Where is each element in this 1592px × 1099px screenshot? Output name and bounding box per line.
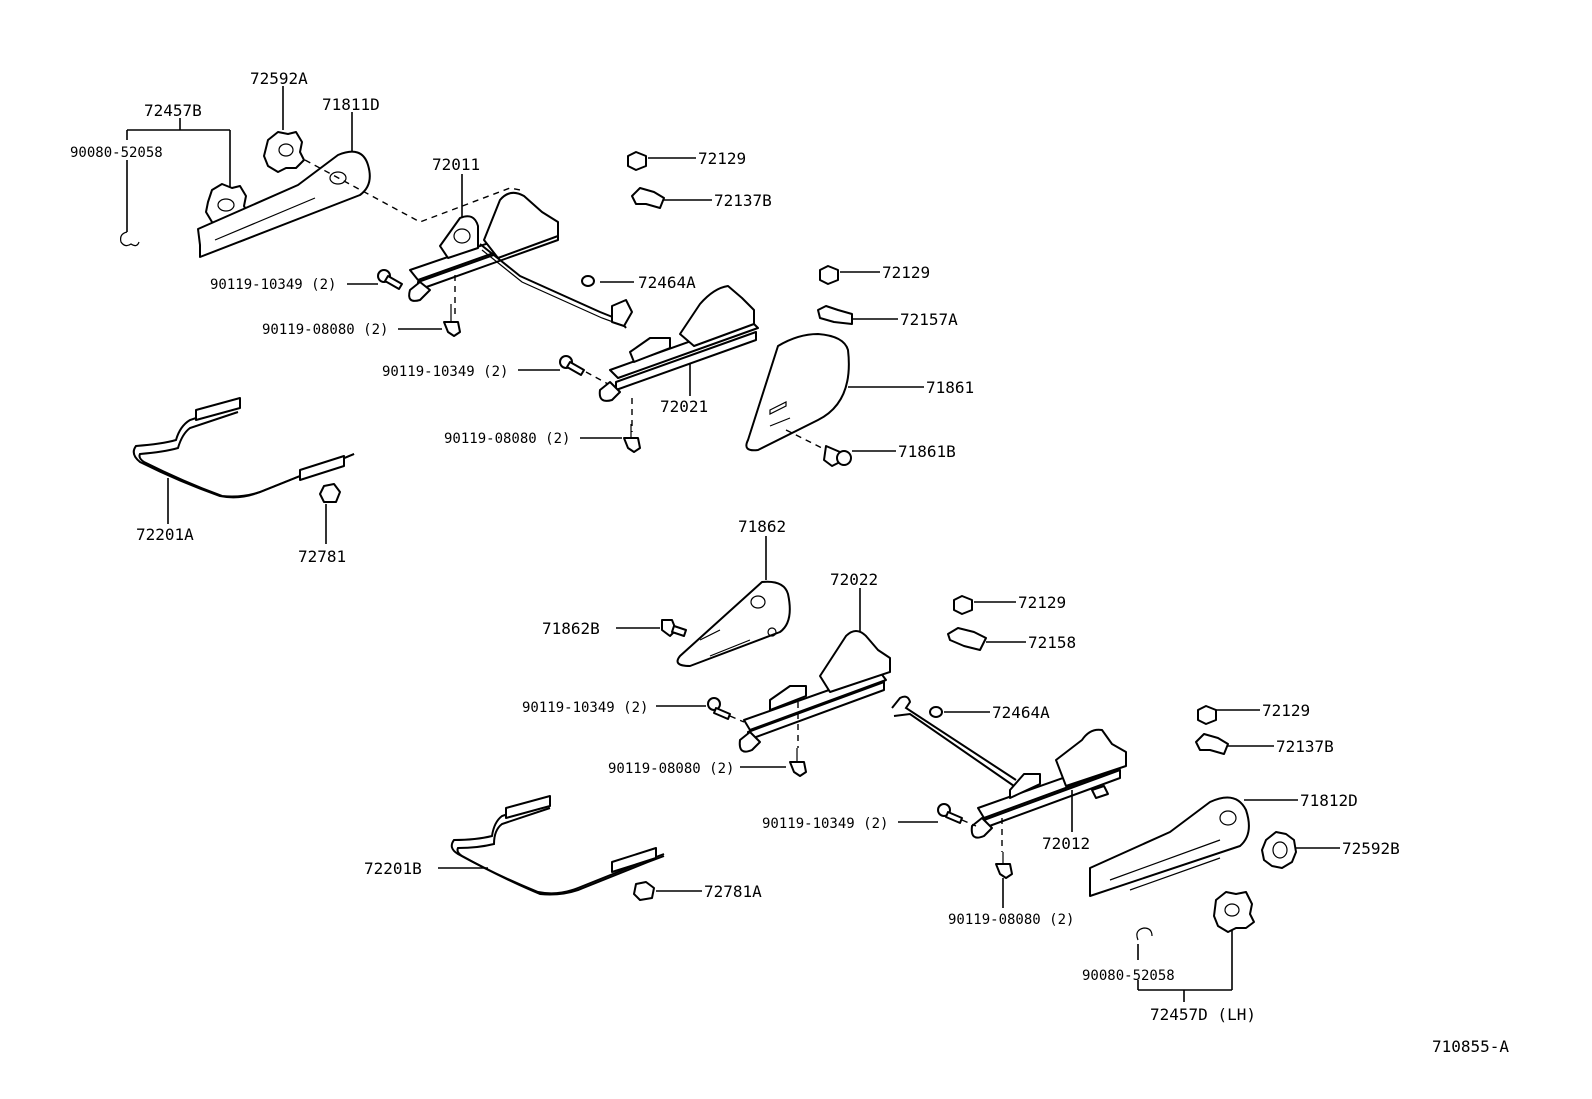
- rod-72464A-lower: [891, 695, 1017, 787]
- clip-72137B-a: [631, 187, 665, 209]
- label-90080-52058-a: 90080-52058: [70, 145, 163, 161]
- label-72592B: 72592B: [1342, 839, 1400, 858]
- rod-72464A-upper-edge: [481, 249, 625, 327]
- label-71812D: 71812D: [1300, 791, 1358, 810]
- dashed-bolt-d: [961, 819, 977, 827]
- dashed-bolt-c: [729, 715, 745, 723]
- knob-72592A: [263, 131, 305, 173]
- seat-track-72021: [598, 285, 759, 402]
- label-71862: 71862: [738, 517, 786, 536]
- label-71811D: 71811D: [322, 95, 380, 114]
- clip-72781: [319, 483, 341, 503]
- bolt-71862B: [661, 619, 687, 637]
- label-72129-d: 72129: [1262, 701, 1310, 720]
- label-72781A: 72781A: [704, 882, 762, 901]
- label-72157A: 72157A: [900, 310, 958, 329]
- clip-72157A: [817, 305, 853, 325]
- bolt-90119-10349-a: [377, 269, 403, 290]
- clip-72158: [947, 627, 987, 651]
- label-90119-10349-a: 90119-10349 (2): [210, 277, 336, 293]
- wire-72201B: [450, 795, 665, 896]
- label-72781: 72781: [298, 547, 346, 566]
- clip-72781A: [633, 881, 655, 901]
- label-71862B: 71862B: [542, 619, 600, 638]
- label-90119-08080-d: 90119-08080 (2): [948, 912, 1074, 928]
- label-72201B: 72201B: [364, 859, 422, 878]
- clip-72129-c: [953, 595, 973, 615]
- label-71861B: 71861B: [898, 442, 956, 461]
- cover-71812D: [1089, 796, 1250, 897]
- cover-71861: [745, 333, 850, 452]
- label-90119-10349-d: 90119-10349 (2): [762, 816, 888, 832]
- figure-code: 710855-A: [1432, 1037, 1509, 1056]
- label-72012: 72012: [1042, 834, 1090, 853]
- label-72129-a: 72129: [698, 149, 746, 168]
- bolt-90119-10349-c: [707, 697, 731, 720]
- leader-72457B: [126, 118, 231, 232]
- washer-72464A-a: [581, 275, 595, 287]
- label-72011: 72011: [432, 155, 480, 174]
- dashed-bolt-b: [585, 371, 609, 385]
- dashed-71861B: [785, 429, 827, 451]
- bolt-90119-10349-b: [559, 355, 585, 376]
- bolt-90119-08080-c: [789, 748, 807, 777]
- knob-72457D: [1213, 891, 1255, 933]
- seat-track-72012: [970, 728, 1127, 839]
- label-71861: 71861: [926, 378, 974, 397]
- label-72464A-a: 72464A: [638, 273, 696, 292]
- label-90119-08080-a: 90119-08080 (2): [262, 322, 388, 338]
- label-72457D-LH: 72457D (LH): [1150, 1005, 1256, 1024]
- bolt-90119-08080-a: [443, 304, 461, 337]
- label-72201A: 72201A: [136, 525, 194, 544]
- label-72137B-b: 72137B: [1276, 737, 1334, 756]
- bolt-90119-08080-d: [995, 852, 1013, 879]
- label-72457B: 72457B: [144, 101, 202, 120]
- hook-clip-90080-52058: [120, 231, 140, 247]
- label-72129-b: 72129: [882, 263, 930, 282]
- label-72592A: 72592A: [250, 69, 308, 88]
- label-72129-c: 72129: [1018, 593, 1066, 612]
- label-72137B-a: 72137B: [714, 191, 772, 210]
- label-90119-10349-b: 90119-10349 (2): [382, 364, 508, 380]
- leader-72457D: [1137, 930, 1233, 1002]
- clip-72137B-b: [1195, 733, 1229, 755]
- label-90119-08080-c: 90119-08080 (2): [608, 761, 734, 777]
- label-72464A-b: 72464A: [992, 703, 1050, 722]
- label-72158: 72158: [1028, 633, 1076, 652]
- knob-72592B: [1261, 831, 1297, 869]
- bolt-71861B: [823, 445, 852, 467]
- clip-72129-b: [819, 265, 839, 285]
- cover-71862: [676, 580, 791, 667]
- seat-track-72022: [738, 630, 891, 753]
- washer-72464A-b: [929, 706, 943, 718]
- dashed-71811D-to-72011: [304, 159, 521, 223]
- label-90080-52058-b: 90080-52058: [1082, 968, 1175, 984]
- label-90119-08080-b: 90119-08080 (2): [444, 431, 570, 447]
- label-72022: 72022: [830, 570, 878, 589]
- label-72021: 72021: [660, 397, 708, 416]
- clip-72464A-end: [611, 299, 633, 327]
- bolt-90119-10349-d: [937, 803, 963, 824]
- hook-clip-90080-52058-b: [1136, 927, 1153, 941]
- bolt-90119-08080-b: [623, 424, 641, 453]
- wire-72201A: [132, 397, 355, 499]
- label-90119-10349-c: 90119-10349 (2): [522, 700, 648, 716]
- clip-72129-a: [627, 151, 647, 171]
- clip-72129-d: [1197, 705, 1217, 725]
